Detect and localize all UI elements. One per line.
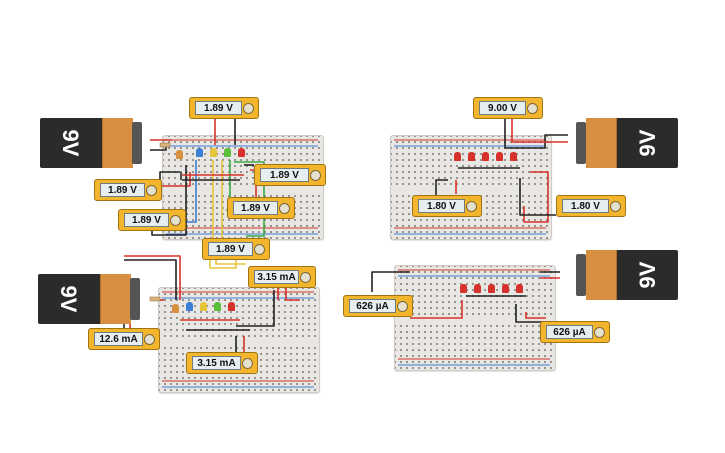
led-green-bottom-left[interactable] [214, 302, 221, 311]
dial-knob-icon[interactable] [610, 201, 621, 212]
multimeter-1[interactable]: 1.89 V [189, 97, 259, 119]
multimeter-readout: 9.00 V [479, 101, 526, 115]
multimeter-5[interactable]: 1.89 V [227, 197, 295, 219]
battery-middle-left[interactable]: 9V [38, 274, 160, 324]
multimeter-readout: 1.89 V [260, 168, 309, 182]
led-red-5-top-right[interactable] [510, 152, 517, 161]
battery-band [100, 274, 131, 324]
led-red-4-top-right[interactable] [496, 152, 503, 161]
battery-band [586, 250, 617, 300]
battery-top-right[interactable]: 9V [556, 118, 678, 168]
multimeter-2[interactable]: 1.89 V [94, 179, 162, 201]
multimeter-readout: 1.89 V [100, 183, 145, 197]
battery-middle-right[interactable]: 9V [556, 250, 678, 300]
led-orange-top-left[interactable] [176, 150, 183, 159]
multimeter-4[interactable]: 1.89 V [118, 209, 186, 231]
dial-knob-icon[interactable] [397, 301, 408, 312]
breadboard-bottom-right[interactable] [394, 265, 556, 371]
dial-knob-icon[interactable] [466, 201, 477, 212]
dial-knob-icon[interactable] [594, 327, 605, 338]
battery-band [586, 118, 617, 168]
multimeter-10[interactable]: 9.00 V [473, 97, 543, 119]
multimeter-8[interactable]: 12.6 mA [88, 328, 160, 350]
dial-knob-icon[interactable] [279, 203, 290, 214]
dial-knob-icon[interactable] [242, 358, 253, 369]
multimeter-3[interactable]: 1.89 V [254, 164, 326, 186]
multimeter-readout: 626 µA [546, 325, 593, 339]
dial-knob-icon[interactable] [170, 215, 181, 226]
breadboard-bottom-left[interactable] [158, 287, 320, 393]
battery-label: 9V [635, 261, 660, 289]
battery-terminal-cap [130, 278, 140, 320]
multimeter-readout: 1.89 V [208, 242, 253, 256]
multimeter-readout: 3.15 mA [254, 270, 299, 284]
multimeter-readout: 1.89 V [233, 201, 278, 215]
led-green-top-left[interactable] [224, 148, 231, 157]
led-red-top-left[interactable] [238, 148, 245, 157]
led-orange-bottom-left[interactable] [172, 304, 179, 313]
led-blue-top-left[interactable] [196, 148, 203, 157]
led-blue-bottom-left[interactable] [186, 302, 193, 311]
battery-label: 9V [635, 129, 660, 157]
multimeter-13[interactable]: 626 µA [343, 295, 413, 317]
multimeter-12[interactable]: 1.80 V [556, 195, 626, 217]
led-red-2-top-right[interactable] [468, 152, 475, 161]
led-red-3-bottom-right[interactable] [488, 284, 495, 293]
dial-knob-icon[interactable] [300, 272, 311, 283]
multimeter-14[interactable]: 626 µA [540, 321, 610, 343]
multimeter-readout: 1.80 V [562, 199, 609, 213]
led-yellow-bottom-left[interactable] [200, 302, 207, 311]
dial-knob-icon[interactable] [527, 103, 538, 114]
battery-label: 9V [58, 129, 83, 157]
led-red-5-bottom-right[interactable] [516, 284, 523, 293]
led-red-bottom-left[interactable] [228, 302, 235, 311]
dial-knob-icon[interactable] [146, 185, 157, 196]
battery-terminal-cap [132, 122, 142, 164]
multimeter-readout: 1.80 V [418, 199, 465, 213]
dial-knob-icon[interactable] [310, 170, 321, 181]
multimeter-6[interactable]: 1.89 V [202, 238, 270, 260]
multimeter-readout: 1.89 V [195, 101, 242, 115]
led-yellow-top-left[interactable] [210, 148, 217, 157]
dial-knob-icon[interactable] [254, 244, 265, 255]
multimeter-11[interactable]: 1.80 V [412, 195, 482, 217]
multimeter-9[interactable]: 3.15 mA [186, 352, 258, 374]
led-red-3-top-right[interactable] [482, 152, 489, 161]
led-red-2-bottom-right[interactable] [474, 284, 481, 293]
breadboard-top-right[interactable] [390, 135, 552, 240]
led-red-4-bottom-right[interactable] [502, 284, 509, 293]
multimeter-readout: 626 µA [349, 299, 396, 313]
multimeter-readout: 3.15 mA [192, 356, 241, 370]
dial-knob-icon[interactable] [243, 103, 254, 114]
battery-label: 9V [56, 285, 81, 313]
battery-terminal-cap [576, 254, 586, 296]
led-red-1-top-right[interactable] [454, 152, 461, 161]
multimeter-readout: 12.6 mA [94, 332, 143, 346]
multimeter-7[interactable]: 3.15 mA [248, 266, 316, 288]
multimeter-readout: 1.89 V [124, 213, 169, 227]
battery-top-left[interactable]: 9V [40, 118, 162, 168]
dial-knob-icon[interactable] [144, 334, 155, 345]
led-red-1-bottom-right[interactable] [460, 284, 467, 293]
battery-terminal-cap [576, 122, 586, 164]
battery-band [102, 118, 133, 168]
